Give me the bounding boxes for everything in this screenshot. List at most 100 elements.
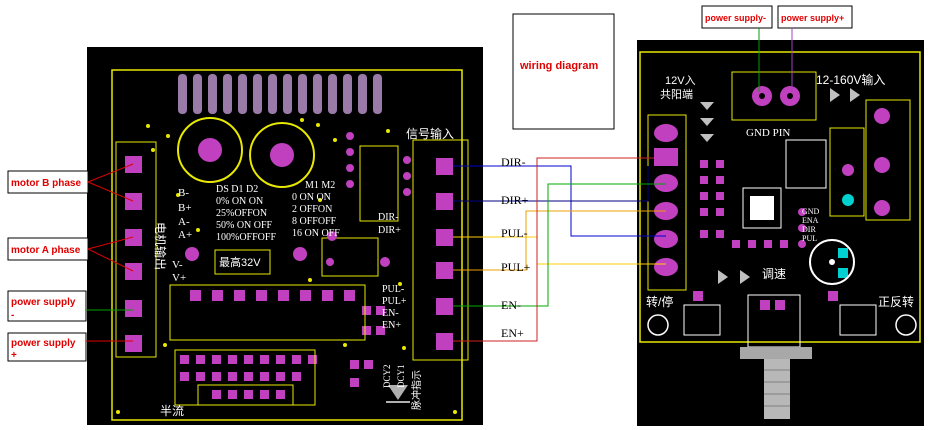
capacitor-1 (177, 117, 243, 183)
wire-pul-neg (453, 236, 666, 265)
signal-input-header: 信号输入 (406, 126, 454, 141)
max-voltage-label: 最高32V (219, 255, 261, 269)
capacitor-2-pad (270, 143, 294, 167)
pin-pul-label: PUL (802, 234, 817, 243)
power-neg-label-box (7, 290, 87, 322)
diagram-title: wiring diagram (519, 60, 598, 72)
led-indicators (700, 88, 860, 284)
switch-1-outline (683, 304, 721, 336)
half-current-label: 半流 (160, 404, 184, 418)
label-en-pos: EN+ (501, 326, 524, 340)
chip-outline (742, 187, 782, 229)
dcy1-label: DCY1 (396, 364, 406, 388)
top-power-pos-label: power supply+ (781, 13, 844, 23)
board-en-neg: EN- (382, 308, 399, 319)
top-power-neg-label: power supply- (705, 13, 766, 23)
top-power-neg-box (701, 5, 773, 29)
motor-header-outline (115, 141, 157, 358)
signal-connector-outline (647, 114, 687, 291)
heatsink-fins (178, 74, 382, 114)
phase-label-a-pos: A+ (178, 229, 192, 241)
pot-shaft (764, 359, 790, 419)
top-power-pos-box (777, 5, 853, 29)
board-pul-pos: PUL+ (382, 296, 407, 307)
power-pos-label: power supply (11, 338, 76, 349)
dip-row-4: 100%OFFOFF (216, 232, 276, 243)
dip-header: DS D1 D2 (216, 184, 258, 195)
output-connector-outline (865, 99, 911, 221)
ic-outline-1 (359, 145, 399, 222)
controller-board-outline (639, 51, 921, 343)
micro-row-4: 16 ON OFF (292, 228, 340, 239)
common-anode-label: 共阳端 (660, 88, 693, 101)
pin-ena-label: ENA (802, 216, 819, 225)
mosfet-region-outline (169, 284, 366, 341)
capacitor-2 (249, 122, 315, 188)
pin-dir-label: DIR (802, 225, 816, 234)
label-dir-pos: DIR+ (501, 193, 529, 207)
forward-reverse-label: 正反转 (878, 294, 914, 309)
forward-reverse-button (895, 314, 917, 336)
input-12v-label: 12V入 (665, 75, 696, 87)
phase-label-v-pos: V+ (172, 272, 186, 284)
phase-label-b-neg: B- (178, 187, 189, 199)
label-en-neg: EN- (501, 298, 521, 312)
phase-label-b-pos: B+ (178, 202, 192, 214)
wire-dir-pos (453, 166, 649, 202)
signal-connector-pads (654, 124, 678, 276)
power-label-box (214, 249, 271, 275)
driver-board-outline (111, 69, 463, 421)
power-pos-sign: + (11, 350, 17, 361)
signal-labels: DIR- DIR+ PUL- PUL+ EN- EN+ (501, 155, 531, 340)
phase-label-a-neg: A- (178, 216, 190, 228)
speed-potentiometer (809, 239, 855, 285)
speed-label: 调速 (762, 267, 786, 281)
micro-row-3: 8 OFFOFF (292, 216, 337, 227)
start-stop-button (647, 314, 669, 336)
controller-board: 12V入 共阳端 12-160V输入 GND PIN GND ENA DIR P… (637, 40, 924, 426)
motor-terminal-pads (125, 156, 142, 352)
start-stop-label: 转/停 (646, 294, 673, 309)
left-callouts: motor B phase motor A phase power supply… (7, 163, 134, 362)
signal-wires (453, 157, 666, 342)
label-dir-neg: DIR- (501, 155, 526, 169)
pin-gnd-label: GND (802, 207, 820, 216)
wire-en-neg (453, 183, 666, 307)
micro-row-1: 0 ON ON (292, 192, 331, 203)
board-dir-pos: DIR+ (378, 225, 401, 236)
power-connector-outline (731, 71, 817, 121)
dcy2-label: DCY2 (382, 364, 392, 388)
dip-row-2: 25%OFFON (216, 208, 267, 219)
phase-label-v-neg: V- (172, 259, 183, 271)
pot-shaft-base (740, 347, 812, 359)
gnd-pin-label: GND PIN (746, 127, 790, 139)
micro-row-2: 2 OFFON (292, 204, 332, 215)
pulse-led-icon (388, 385, 408, 400)
wire-pul-pos (453, 210, 666, 271)
silk-dots (116, 118, 457, 414)
driver-board: 信号输入 电机输出 最高32V B- B+ A- A+ V- V+ DS D1 … (87, 47, 483, 425)
power-neg-label: power supply (11, 297, 76, 308)
controller-small-pads (693, 160, 838, 310)
regulator-outline (785, 139, 827, 189)
motor-output-label: 电机输出 (153, 222, 168, 270)
power-pos-label-box (7, 332, 87, 362)
title-box (512, 13, 615, 130)
input-160v-label: 12-160V输入 (816, 72, 885, 87)
motor-b-label: motor B phase (11, 178, 81, 189)
switch-2-outline (839, 304, 877, 336)
pulse-indicator-label: 脉冲指示 (410, 370, 423, 410)
signal-terminal-pads (436, 158, 453, 350)
mosfet-outline (829, 127, 865, 217)
board-dir-neg: DIR- (378, 212, 399, 223)
power-neg-sign: - (11, 310, 14, 321)
board-pul-neg: PUL- (382, 284, 404, 295)
dip-row-1: 0% ON ON (216, 196, 263, 207)
micro-header: M1 M2 (305, 180, 335, 191)
signal-header-outline (412, 139, 469, 361)
wire-en-pos (453, 157, 654, 342)
motor-a-label: motor A phase (11, 245, 81, 256)
dip-row-3: 50% ON OFF (216, 220, 273, 231)
board-en-pos: EN+ (382, 320, 401, 331)
